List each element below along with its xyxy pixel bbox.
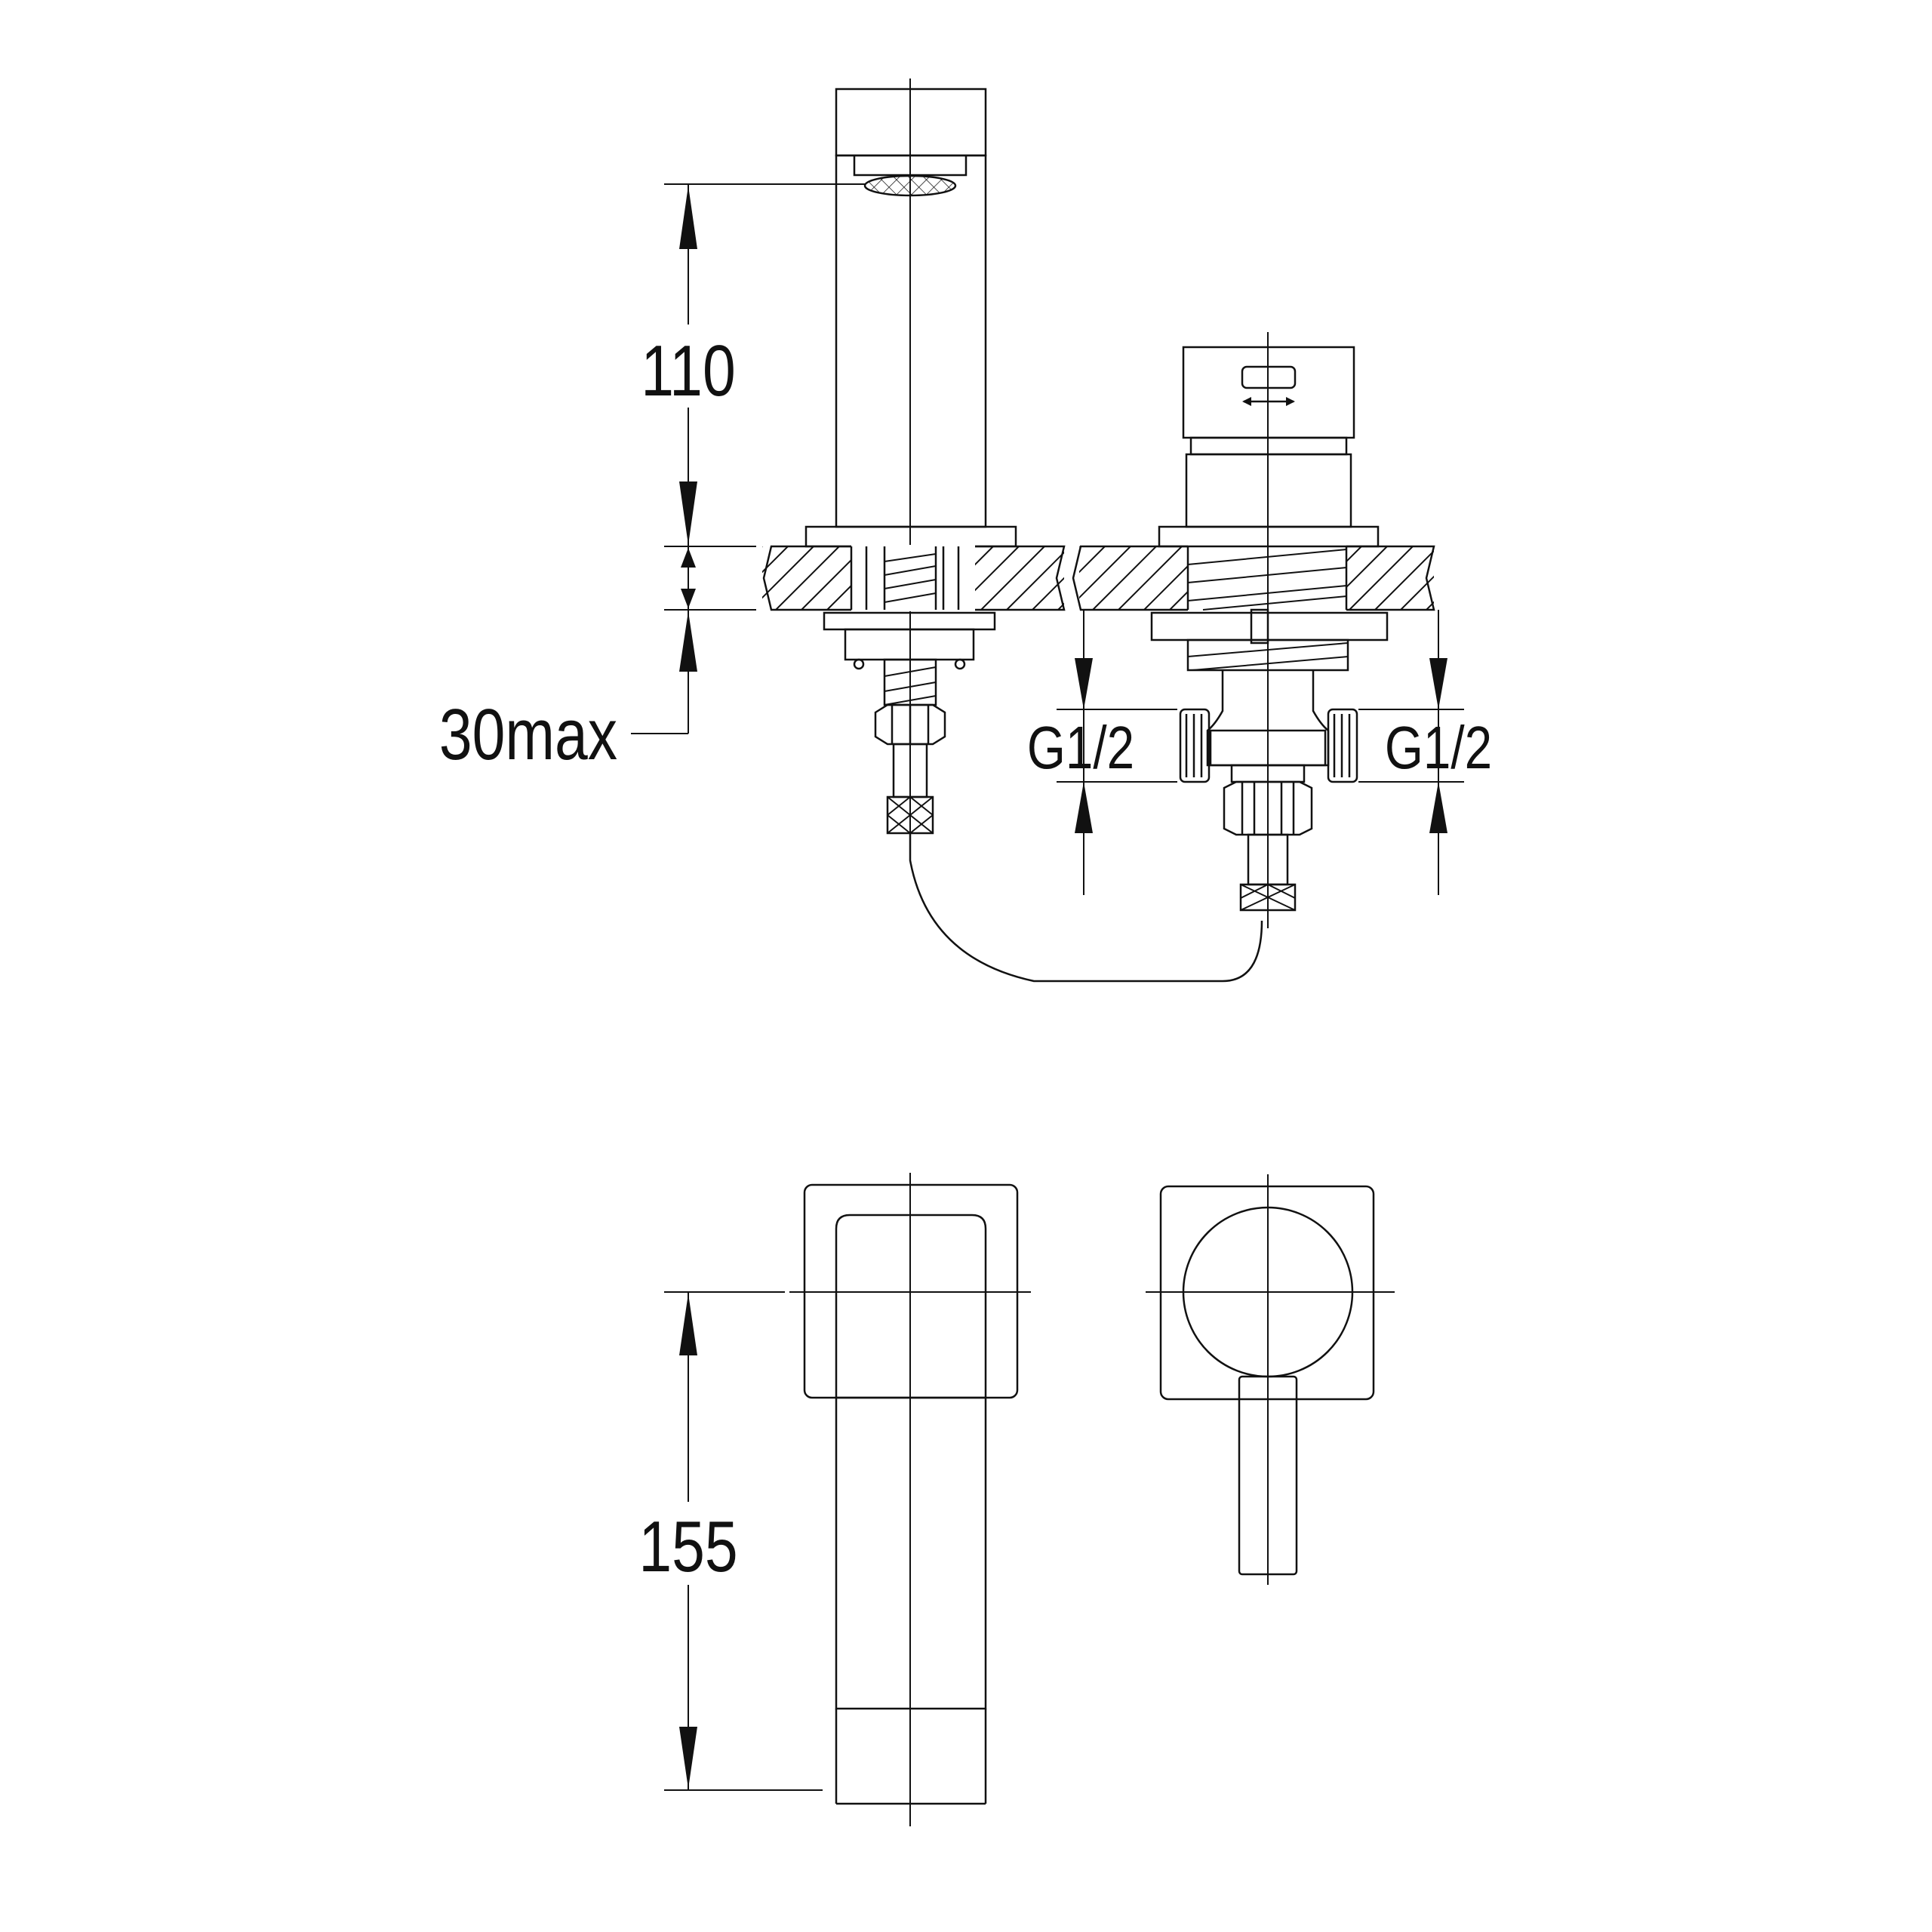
- dimension-label-155: 155: [638, 1506, 737, 1587]
- spout-underdeck-fixing: [823, 611, 1263, 983]
- dimension-label-30max: 30max: [439, 694, 617, 775]
- dimension-inlet-left: G1/2: [1027, 610, 1177, 895]
- deck-section-right: [1072, 545, 1435, 611]
- thread-label-right: G1/2: [1385, 714, 1492, 782]
- dimension-spout-height: 110: [634, 183, 865, 547]
- dimension-deck-thickness: 30max: [439, 546, 756, 775]
- deck-section-left: [762, 545, 1066, 611]
- thread-label-left: G1/2: [1027, 714, 1134, 782]
- dimension-label-110: 110: [641, 331, 735, 411]
- dimension-spout-projection: 155: [631, 1291, 823, 1791]
- mixer-body-side-view: [1150, 332, 1389, 928]
- dimension-inlet-right: G1/2: [1358, 610, 1492, 895]
- spout-plan-view: [789, 1173, 1031, 1721]
- spout-plan-tip: [835, 1709, 987, 1826]
- mixer-plan-view: [1146, 1174, 1395, 1585]
